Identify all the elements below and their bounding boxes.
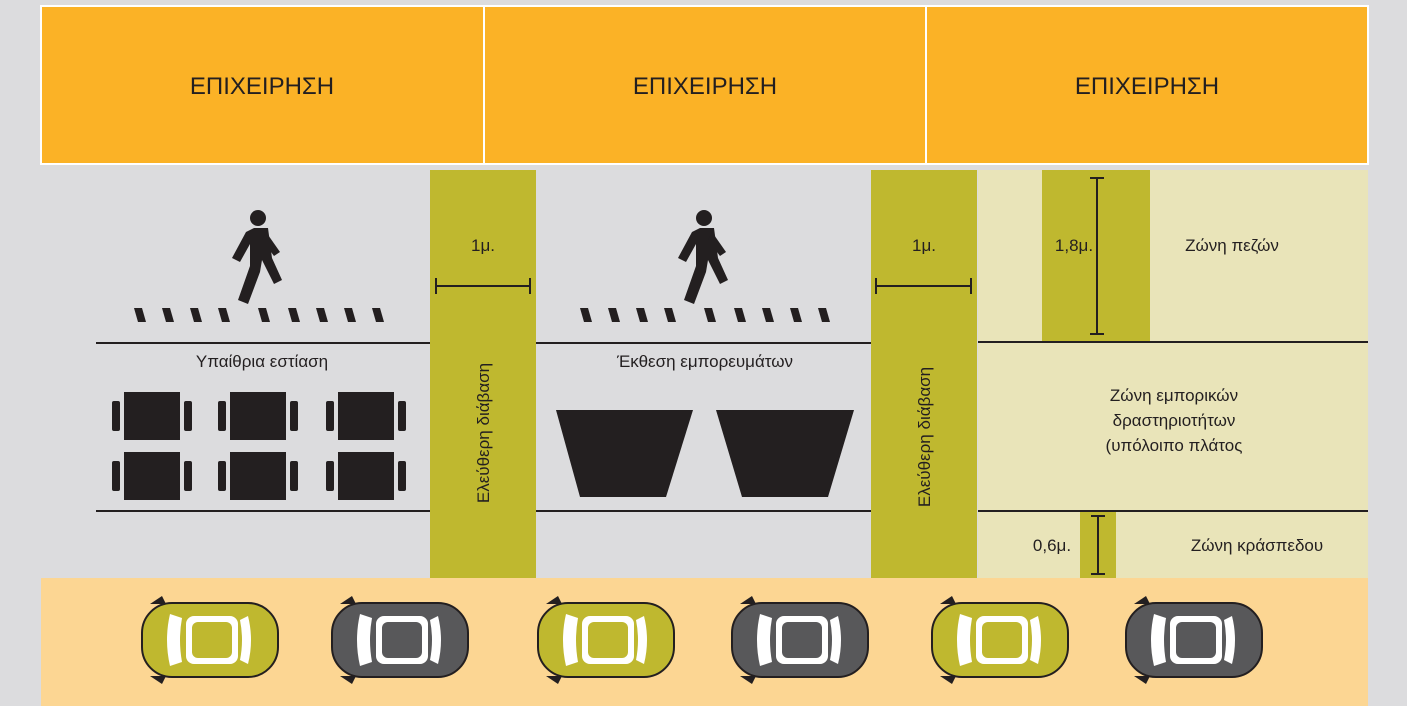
curb-zone-label: Ζώνη κράσπεδου [1191,536,1323,555]
yellow-car-icon [537,595,675,685]
business-block-2 [483,5,927,165]
section-3-zones [978,170,1368,578]
yellow-car-icon [931,595,1069,685]
free-passage-2-label: Ελεύθερη διάβαση [915,367,934,507]
yellow-car-icon [141,595,279,685]
passage-2-width: 1μ. [912,236,936,255]
width-dimension-line [435,278,531,294]
pedestrian-zone-label: Ζώνη πεζών [1185,236,1279,255]
commercial-zone-line-1: Ζώνη εμπορικών [1110,386,1238,405]
right-margin [1368,0,1407,706]
height-dimension-line [1090,177,1104,335]
business-row: ΕΠΙΧΕΙΡΗΣΗ ΕΠΙΧΕΙΡΗΣΗ ΕΠΙΧΕΙΡΗΣΗ [40,5,1369,165]
grey-car-icon [331,595,469,685]
business-label-3: ΕΠΙΧΕΙΡΗΣΗ [1075,73,1219,100]
free-passage-2 [871,170,977,578]
commercial-zone-line-3: (υπόλοιπο πλάτος [1106,436,1243,455]
free-passage-1 [430,170,536,578]
grey-car-icon [731,595,869,685]
free-passage-1-label: Ελεύθερη διάβαση [474,363,493,503]
curb-dimension-line [1091,515,1105,575]
business-label-2: ΕΠΙΧΕΙΡΗΣΗ [633,73,777,100]
merchandise-display-icon [556,410,854,497]
business-block-3 [925,5,1369,165]
commercial-zone-line-2: δραστηριοτήτων [1113,411,1236,430]
curb-zone-width: 0,6μ. [1033,536,1071,555]
width-dimension-line [875,278,972,294]
merchandise-display-label: Έκθεση εμπορευμάτων [616,352,793,371]
pedestrian-zone-width: 1,8μ. [1055,236,1093,255]
passage-1-width: 1μ. [471,236,495,255]
business-label-1: ΕΠΙΧΕΙΡΗΣΗ [190,73,334,100]
business-block-1 [40,5,485,165]
grey-car-icon [1125,595,1263,685]
outdoor-dining-label: Υπαίθρια εστίαση [196,352,328,371]
